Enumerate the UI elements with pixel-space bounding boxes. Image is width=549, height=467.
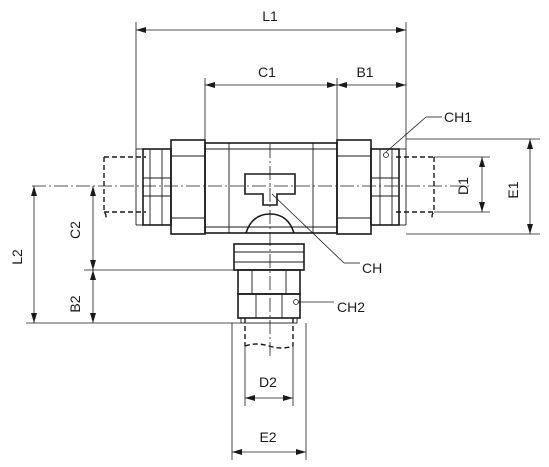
ch-wrench-flat	[244, 173, 296, 206]
bottom-tube-dashed-outline	[244, 318, 294, 349]
dimension-D2	[244, 346, 294, 406]
label-CH: CH	[362, 260, 382, 276]
leader-CH1	[383, 116, 442, 158]
label-L1: L1	[262, 8, 278, 24]
label-CH2: CH2	[337, 299, 365, 315]
dimension-B1	[337, 82, 406, 88]
dimension-E2	[231, 323, 307, 460]
left-tube-dashed-outline	[103, 156, 146, 221]
stem-neck	[233, 213, 305, 295]
label-E2: E2	[259, 429, 276, 445]
label-C1: C1	[258, 64, 276, 80]
label-L2: L2	[9, 249, 25, 265]
dimension-C1	[204, 78, 338, 143]
left-collet	[135, 139, 206, 235]
label-E1: E1	[505, 181, 521, 198]
right-tube-dashed-outline	[396, 156, 435, 221]
dimension-D1	[434, 156, 490, 213]
leader-CH	[271, 193, 360, 264]
label-C2: C2	[67, 221, 83, 239]
label-CH1: CH1	[444, 109, 472, 125]
label-B1: B1	[356, 64, 373, 80]
leader-CH2	[293, 299, 334, 305]
tee-body	[204, 142, 338, 234]
right-collet	[336, 139, 407, 235]
dimension-E1	[406, 138, 540, 235]
label-B2: B2	[67, 295, 83, 312]
dimension-L2	[26, 186, 241, 324]
dimension-L1	[135, 22, 407, 149]
label-D2: D2	[259, 374, 277, 390]
dimension-C2	[84, 186, 234, 271]
stem-nut	[237, 293, 301, 324]
dimension-B2	[90, 270, 96, 323]
label-D1: D1	[455, 177, 471, 195]
